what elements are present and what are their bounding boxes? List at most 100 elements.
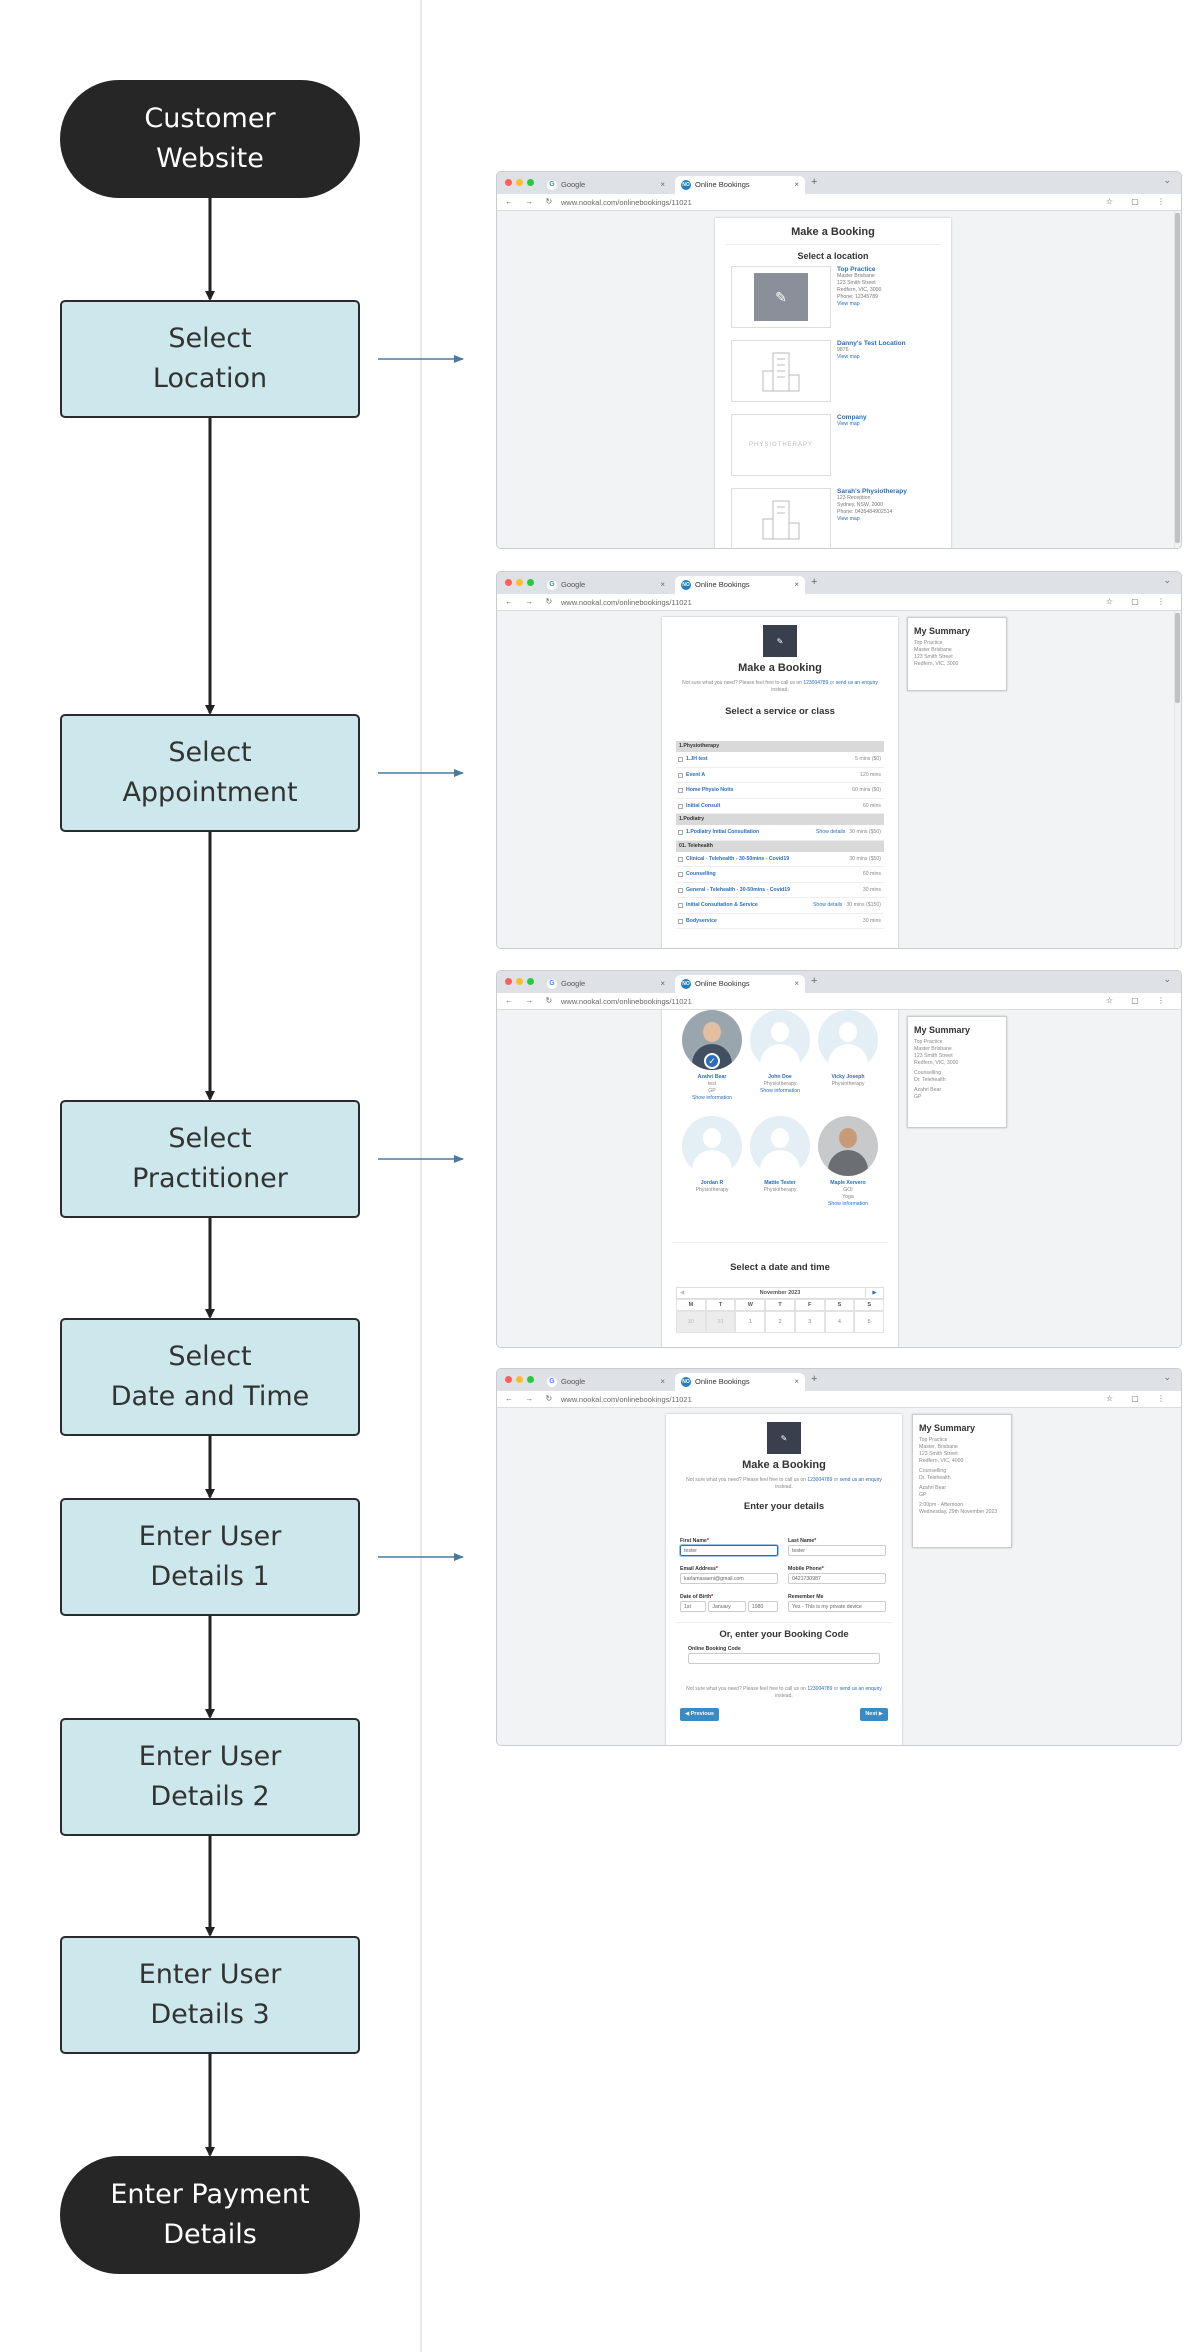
checkbox[interactable] xyxy=(678,887,683,893)
chevron-down-icon[interactable]: ⌄ xyxy=(1163,175,1171,185)
checkbox[interactable] xyxy=(678,918,683,924)
calendar-day[interactable]: 3 xyxy=(794,1311,825,1333)
dob-month-select[interactable]: January xyxy=(708,1601,746,1612)
checkbox[interactable] xyxy=(678,772,683,778)
service-name[interactable]: Event A xyxy=(686,771,706,778)
show-information-link[interactable]: Show information xyxy=(691,1095,733,1101)
location-name[interactable]: Sarah's Physiotherapy xyxy=(837,488,907,495)
close-icon[interactable]: × xyxy=(794,180,799,189)
avatar[interactable] xyxy=(818,1010,878,1070)
address-bar[interactable]: ← → ↻ www.nookal.com/onlinebookings/1102… xyxy=(497,993,1181,1010)
chevron-down-icon[interactable]: ⌄ xyxy=(1163,575,1171,585)
scrollbar[interactable] xyxy=(1174,611,1181,948)
avatar[interactable] xyxy=(750,1116,810,1176)
show-details-link[interactable]: Show details xyxy=(812,902,843,908)
avatar[interactable] xyxy=(818,1116,878,1176)
view-map-link[interactable]: View map xyxy=(837,516,860,522)
bookmark-icon[interactable]: ☆ ▢ ⋮ xyxy=(1105,996,1173,1005)
show-information-link[interactable]: Show information xyxy=(759,1088,801,1094)
show-information-link[interactable]: Show information xyxy=(827,1201,869,1207)
address-bar[interactable]: ← → ↻ www.nookal.com/onlinebookings/1102… xyxy=(497,1391,1181,1408)
email-input[interactable]: karlamasaeni@gmail.com xyxy=(680,1573,778,1584)
practitioner-name[interactable]: Mattie Tester xyxy=(764,1180,796,1186)
practitioner-name[interactable]: Maple Xervero xyxy=(830,1180,866,1186)
bookmark-icon[interactable]: ☆ ▢ ⋮ xyxy=(1105,597,1173,606)
view-map-link[interactable]: View map xyxy=(837,421,860,427)
service-name[interactable]: Home Physio Notts xyxy=(686,787,734,793)
new-tab-icon[interactable]: + xyxy=(811,1373,818,1385)
window-controls[interactable] xyxy=(505,978,534,985)
service-row[interactable]: 1.Podiatry Initial Consultation Show deta… xyxy=(676,825,884,841)
first-name-input[interactable]: tester xyxy=(680,1545,778,1556)
close-icon[interactable]: × xyxy=(794,580,799,589)
booking-code-input[interactable] xyxy=(688,1653,880,1664)
dob-day-select[interactable]: 1st xyxy=(680,1601,707,1612)
remember-select[interactable]: Yes - This is my private device xyxy=(788,1601,886,1612)
avatar[interactable] xyxy=(750,1010,810,1070)
view-map-link[interactable]: View map xyxy=(837,354,860,360)
chevron-right-icon[interactable]: ▶ xyxy=(865,1288,883,1298)
dob-year-select[interactable]: 1980 xyxy=(747,1601,778,1612)
show-details-link[interactable]: Show details xyxy=(815,829,846,835)
service-name[interactable]: Counselling xyxy=(686,871,716,877)
nav-buttons[interactable]: ← → ↻ xyxy=(505,597,558,606)
service-name[interactable]: 1.JH test xyxy=(686,756,708,762)
avatar[interactable] xyxy=(682,1116,742,1176)
service-name[interactable]: Clinical - Telehealth - 30-50mins - Covi… xyxy=(686,855,790,862)
checkbox[interactable] xyxy=(678,803,683,809)
practitioner-name[interactable]: John Doe xyxy=(768,1074,792,1080)
url-text[interactable]: www.nookal.com/onlinebookings/11021 xyxy=(561,997,692,1006)
checkbox[interactable] xyxy=(678,903,683,908)
bookmark-icon[interactable]: ☆ ▢ ⋮ xyxy=(1105,197,1173,206)
window-controls[interactable] xyxy=(505,1376,534,1383)
checkbox[interactable] xyxy=(678,872,683,877)
service-name[interactable]: General - Telehealth - 30-50mins - Covid… xyxy=(686,886,790,893)
address-bar[interactable]: ← → ↻ www.nookal.com/onlinebookings/1102… xyxy=(497,194,1181,211)
nav-buttons[interactable]: ← → ↻ xyxy=(505,197,558,206)
address-bar[interactable]: ← → ↻ www.nookal.com/onlinebookings/1102… xyxy=(497,594,1181,611)
location-name[interactable]: Top Practice xyxy=(837,266,876,273)
calendar-day[interactable]: 30 xyxy=(676,1311,706,1333)
service-name[interactable]: 1.Podiatry Initial Consultation xyxy=(686,829,760,835)
bookmark-icon[interactable]: ☆ ▢ ⋮ xyxy=(1105,1394,1173,1403)
chevron-down-icon[interactable]: ⌄ xyxy=(1163,1372,1171,1382)
checkbox[interactable] xyxy=(678,788,683,793)
practitioner-name[interactable]: Azahri Bear xyxy=(697,1074,727,1080)
service-row[interactable]: Clinical - Telehealth - 30-50mins - Covi… xyxy=(676,852,884,867)
new-tab-icon[interactable]: + xyxy=(811,975,818,987)
url-text[interactable]: www.nookal.com/onlinebookings/11021 xyxy=(561,598,692,607)
scrollbar[interactable] xyxy=(1174,211,1181,548)
close-icon[interactable]: × xyxy=(794,979,799,988)
close-icon[interactable]: × xyxy=(660,1377,665,1386)
close-icon[interactable]: × xyxy=(660,180,665,189)
url-text[interactable]: www.nookal.com/onlinebookings/11021 xyxy=(561,1395,692,1404)
nav-buttons[interactable]: ← → ↻ xyxy=(505,996,558,1005)
calendar-day[interactable]: 4 xyxy=(824,1311,855,1333)
chevron-down-icon[interactable]: ⌄ xyxy=(1163,974,1171,984)
service-name[interactable]: Bodyservice xyxy=(686,917,717,924)
url-text[interactable]: www.nookal.com/onlinebookings/11021 xyxy=(561,198,692,207)
last-name-input[interactable]: tester xyxy=(788,1545,886,1556)
